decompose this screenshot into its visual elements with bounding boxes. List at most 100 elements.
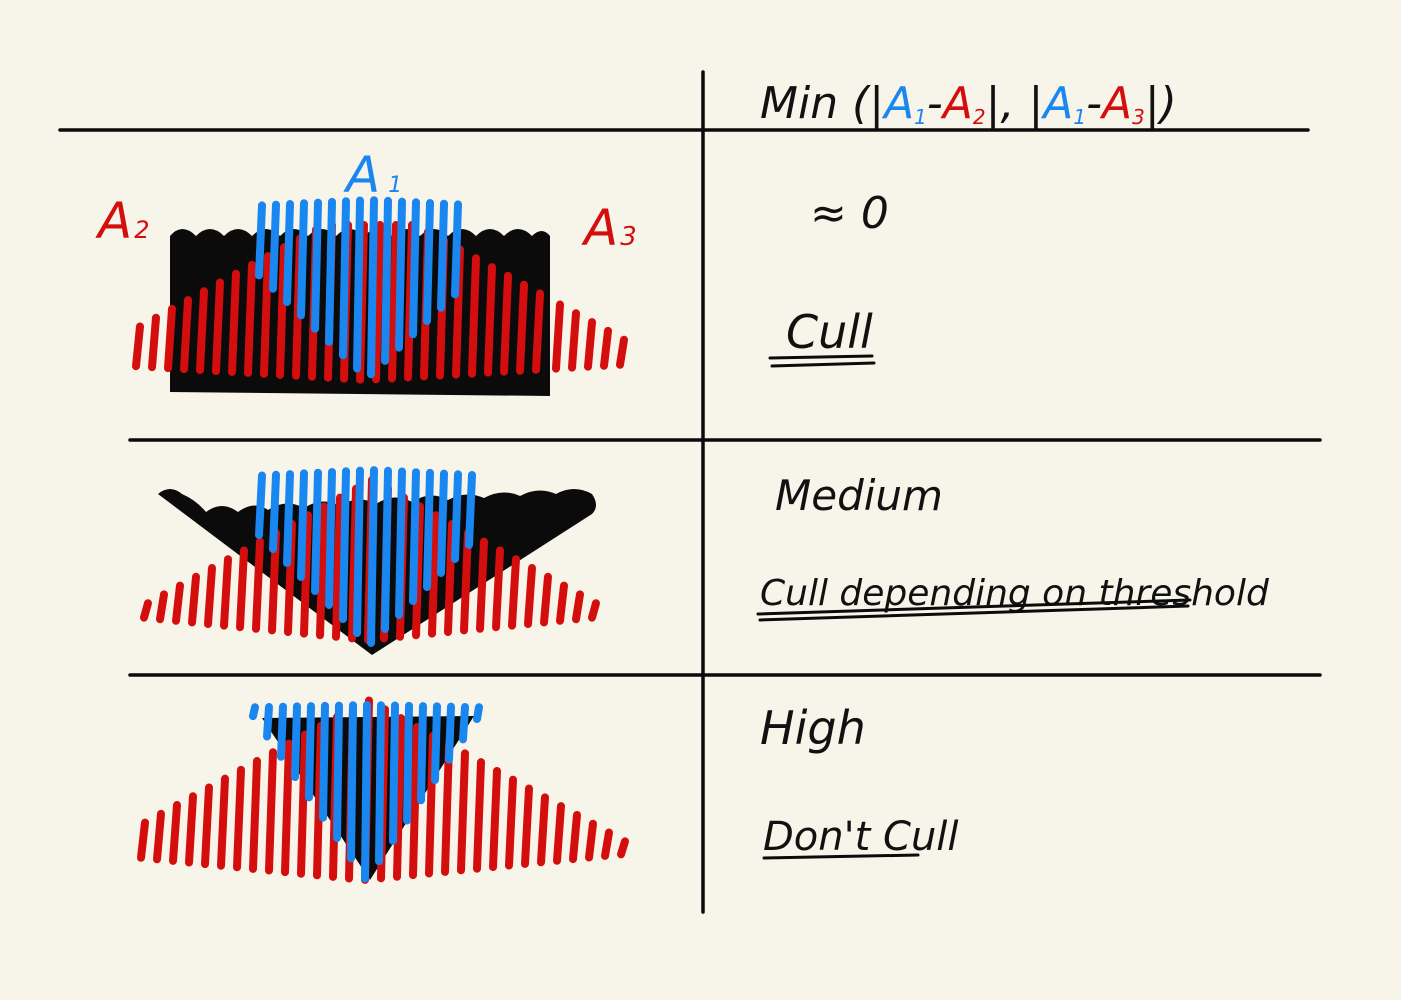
blue-hatch-stroke — [339, 197, 350, 360]
red-hatch-stroke — [316, 502, 328, 640]
label-a2: A2 — [95, 192, 150, 250]
red-hatch-stroke — [524, 564, 536, 628]
blue-hatch-stroke — [333, 701, 343, 842]
blue-hatch-stroke — [437, 469, 448, 577]
red-hatch-stroke — [473, 758, 485, 873]
blue-hatch-stroke — [311, 468, 322, 595]
red-hatch-stroke — [281, 739, 293, 877]
red-hatch-stroke — [584, 318, 596, 371]
illustration-high — [137, 696, 629, 884]
black-mass-medium — [158, 489, 596, 655]
blue-hatch-stroke — [423, 199, 434, 325]
blue-hatch-stroke — [277, 702, 287, 761]
blue-hatch-stroke — [353, 196, 364, 373]
blue-hatch-stroke — [375, 701, 385, 866]
illustration-medium — [140, 466, 600, 655]
red-hatch-stroke — [457, 749, 469, 875]
blue-hatch-stroke — [403, 701, 413, 825]
header-a2: A — [940, 78, 973, 129]
blue-hatch-stroke — [367, 466, 378, 647]
red-hatch-stroke — [537, 793, 549, 867]
red-hatch-stroke — [588, 599, 600, 622]
blue-hatch-stroke — [361, 701, 371, 883]
row3-value: High — [760, 701, 866, 755]
row3-action: Don't Cull — [763, 814, 959, 860]
red-hatch-stroke — [616, 335, 628, 369]
red-hatch-stroke — [500, 271, 512, 376]
blue-hatch-stroke — [381, 196, 392, 365]
red-hatch-stroke — [332, 493, 344, 641]
red-hatch-stroke — [428, 511, 440, 638]
red-hatch-stroke — [140, 599, 152, 622]
blue-hatch-stroke — [389, 701, 399, 845]
blue-hatch-stroke — [347, 701, 357, 863]
blue-hatch-stroke — [409, 198, 420, 339]
red-hatch-stroke — [569, 810, 581, 864]
red-hatch-stroke — [444, 520, 456, 636]
red-hatch-stroke — [276, 243, 288, 379]
red-hatch-stroke — [521, 784, 533, 868]
red-hatch-stroke — [212, 278, 224, 375]
red-hatch-stroke — [441, 740, 453, 876]
blue-hatch-stroke — [431, 702, 441, 784]
red-hatch-stroke — [300, 511, 312, 638]
red-hatch-stroke — [217, 774, 229, 870]
red-hatch-stroke — [372, 221, 384, 384]
red-hatch-stroke — [552, 300, 564, 373]
blue-hatch-stroke — [325, 197, 336, 346]
red-hatch-stroke — [489, 766, 501, 872]
blue-hatch-stroke — [409, 468, 420, 605]
red-hatch-stroke — [244, 260, 256, 377]
red-hatch-stroke — [600, 326, 612, 370]
red-hatch-stroke — [568, 309, 580, 372]
blue-hatch-stroke — [255, 471, 266, 539]
blue-hatch-stroke — [367, 196, 378, 379]
header-formula: Min (|A1-A2|, |A1-A3|) — [760, 78, 1177, 129]
red-hatch-stroke — [516, 280, 528, 375]
blue-hatch-stroke — [269, 470, 280, 553]
blue-hatch-stroke — [339, 467, 350, 623]
red-hatch-stroke — [393, 714, 405, 881]
red-hatch-stroke — [164, 304, 176, 373]
red-hatch-stroke — [204, 564, 216, 628]
blue-hatch-stroke — [353, 466, 364, 637]
blue-hatch-stroke — [311, 198, 322, 333]
red-hatch-stroke — [180, 296, 192, 374]
red-hatch-stroke — [249, 757, 261, 873]
blue-hatch-stroke — [305, 702, 315, 802]
blue-hatch-stroke — [319, 701, 329, 822]
blue-hatch-stroke — [325, 468, 336, 609]
row3-action-underline — [762, 853, 920, 860]
red-hatch-stroke — [556, 581, 568, 625]
blue-hatch-stroke — [395, 467, 406, 619]
red-hatch-stroke — [169, 801, 181, 865]
blue-hatch-stroke — [291, 702, 301, 782]
blue-hatch-stroke — [473, 703, 483, 724]
header-a1: A — [881, 78, 914, 129]
red-hatch-stroke — [505, 775, 517, 870]
red-hatch-stroke — [188, 572, 200, 627]
blue-hatch-stroke — [249, 703, 259, 721]
red-hatch-stroke — [484, 263, 496, 377]
illustration-flat — [132, 196, 628, 396]
blue-hatch-stroke — [395, 197, 406, 352]
blue-hatch-stroke — [263, 702, 273, 741]
red-hatch-stroke — [260, 252, 272, 378]
red-hatch-stroke — [585, 819, 597, 862]
red-hatch-stroke — [201, 783, 213, 869]
row2-action: Cull depending on threshold — [760, 573, 1270, 614]
row2-action-underline — [756, 598, 1192, 622]
red-hatch-stroke — [540, 572, 552, 627]
row1-value: ≈ 0 — [810, 188, 889, 239]
blue-hatch-stroke — [423, 468, 434, 591]
blue-hatch-stroke — [381, 466, 392, 633]
blue-hatch-stroke — [297, 469, 308, 581]
red-hatch-stroke — [265, 748, 277, 875]
blue-hatch-stroke — [283, 470, 294, 567]
blue-hatch-stroke — [255, 201, 266, 280]
red-hatch-stroke — [137, 818, 149, 862]
header-a1-second: A — [1040, 78, 1073, 129]
red-hatch-stroke — [492, 546, 504, 632]
blue-hatch-stroke — [417, 702, 427, 805]
